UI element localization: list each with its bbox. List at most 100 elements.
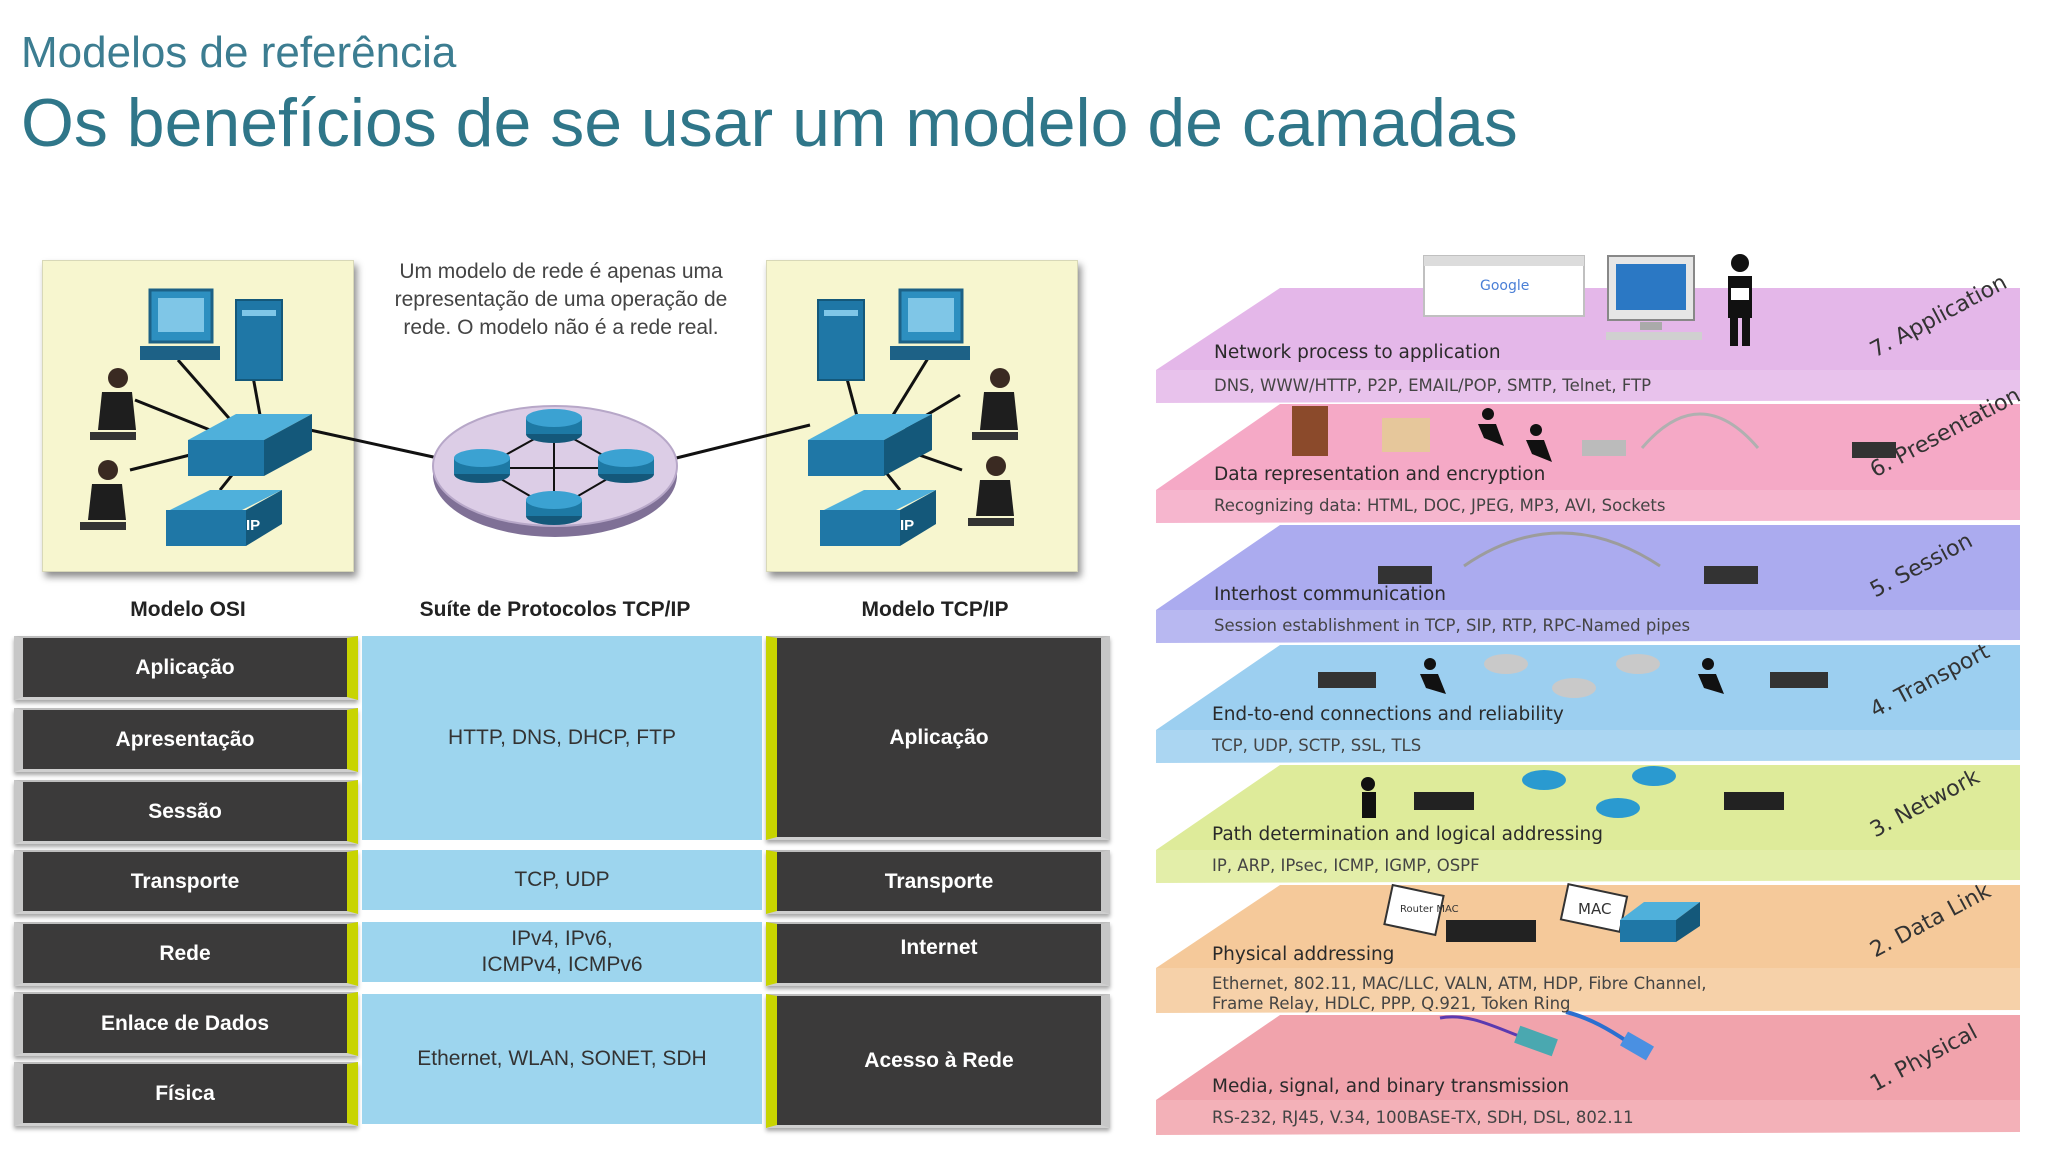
protocol-group-application-label: HTTP, DNS, DHCP, FTP (448, 726, 676, 749)
wireless-router-icon-1 (1414, 792, 1474, 810)
bridge-icon-presentation (1640, 412, 1760, 449)
osi-layer-application: Aplicação (14, 636, 358, 700)
router-icon-transport-4 (1616, 654, 1660, 674)
tcpip-layer-transport: Transporte (766, 850, 1110, 914)
slab-application (1156, 288, 2020, 403)
router-mac-tag: Router MAC (1383, 883, 1459, 937)
switch-icon-left (188, 414, 312, 476)
desktop-computer-icon-right (890, 288, 970, 360)
ethernet-cable-icon (1565, 1010, 1630, 1044)
tcpip-layer-network-access: Acesso à Rede (766, 994, 1110, 1128)
router-icon-right (598, 449, 654, 483)
slab-session-title: Interhost communication (1214, 584, 1446, 605)
router-icon-network-3 (1632, 766, 1676, 786)
protocol-group-internet: IPv4, IPv6, ICMPv4, ICMPv6 (362, 922, 762, 982)
slab-physical (1156, 1015, 2020, 1135)
router-mac-tag-label: Router MAC (1400, 904, 1459, 915)
slab-presentation-protocols: Recognizing data: HTML, DOC, JPEG, MP3, … (1214, 496, 1666, 515)
protocol-group-internet-line1: IPv4, IPv6, (511, 927, 613, 950)
slab-application-title: Network process to application (1214, 342, 1501, 363)
router-icon-bottom (526, 491, 582, 525)
runner-icon-4 (1698, 658, 1724, 694)
browser-window-icon: Google (1423, 255, 1585, 317)
osi-layer-network: Rede (14, 922, 358, 986)
server-icon-left (235, 299, 283, 381)
runner-icon-2 (1526, 424, 1552, 462)
slab-session (1156, 525, 2020, 643)
person-icon-network (1361, 777, 1376, 818)
osi-layer-presentation: Apresentação (14, 708, 358, 772)
section-subtitle: Modelos de referência (21, 28, 457, 77)
router-icon-left (454, 449, 510, 483)
protocol-group-application: HTTP, DNS, DHCP, FTP (362, 636, 762, 840)
fiber-connector-icon (1514, 1025, 1558, 1057)
mac-tag: MAC (1559, 882, 1629, 934)
person-icon-left-2 (80, 460, 126, 530)
page-title: Os benefícios de se usar um modelo de ca… (21, 85, 1518, 161)
router-icon-network-1 (1522, 770, 1566, 790)
router-icon-transport-5 (1770, 672, 1828, 688)
ip-phone-icon-left: IP (166, 490, 282, 546)
osi-layer-data-link: Enlace de Dados (14, 992, 358, 1056)
slab-transport-title: End-to-end connections and reliability (1212, 704, 1564, 725)
network-illustration: IP IP (80, 288, 1018, 546)
wireless-router-icon-data-link (1446, 920, 1536, 942)
network-model-note: Um modelo de rede é apenas uma represent… (394, 260, 728, 339)
rj45-connector-icon (1620, 1031, 1654, 1061)
router-icon-transport-1 (1318, 672, 1376, 688)
box-icon (1382, 418, 1430, 452)
server-icon-right (817, 299, 865, 381)
router-icon-top (526, 409, 582, 443)
browser-logo-text: Google (1480, 278, 1529, 294)
slab-network-title: Path determination and logical addressin… (1212, 824, 1603, 845)
protocol-group-network-access: Ethernet, WLAN, SONET, SDH (362, 994, 762, 1124)
column-heading-osi: Modelo OSI (130, 598, 246, 621)
person-icon-right-2 (968, 456, 1014, 526)
switch-icon-right (808, 414, 932, 476)
protocol-group-transport-label: TCP, UDP (514, 868, 610, 891)
person-icon-left-1 (90, 368, 136, 440)
slab-presentation-title: Data representation and encryption (1214, 464, 1546, 485)
slab-data-link (1156, 885, 2020, 1013)
desktop-computer-icon-left (140, 288, 220, 360)
tcpip-layer-application: Aplicação (766, 636, 1110, 840)
runner-icon-1 (1478, 408, 1504, 446)
slab-data-link-protocols: Ethernet, 802.11, MAC/LLC, VALN, ATM, HD… (1212, 974, 1707, 993)
osi-layer-physical: Física (14, 1062, 358, 1126)
slab-application-protocols: DNS, WWW/HTTP, P2P, EMAIL/POP, SMTP, Tel… (1214, 376, 1652, 395)
osi-layer-transport: Transporte (14, 850, 358, 914)
router-icon-session-2 (1704, 566, 1758, 584)
person-icon-right-1 (972, 368, 1018, 440)
router-icon-presentation-1 (1582, 440, 1626, 456)
protocol-group-network-access-label: Ethernet, WLAN, SONET, SDH (417, 1047, 707, 1070)
door-icon (1292, 406, 1328, 456)
slab-data-link-protocols-line2: Frame Relay, HDLC, PPP, Q.921, Token Rin… (1212, 994, 1571, 1013)
phone-label-left: IP (246, 517, 260, 534)
slab-data-link-title: Physical addressing (1212, 944, 1395, 965)
tcpip-layer-internet: Internet (766, 922, 1110, 986)
router-icon-presentation-2 (1852, 442, 1896, 458)
user-icon (1728, 254, 1752, 346)
router-icon-transport-3 (1552, 678, 1596, 698)
router-icon-session-1 (1378, 566, 1432, 584)
slab-physical-title: Media, signal, and binary transmission (1212, 1076, 1570, 1097)
slab-transport-protocols: TCP, UDP, SCTP, SSL, TLS (1212, 736, 1422, 755)
switch-icon-data-link (1620, 902, 1700, 942)
protocol-group-transport: TCP, UDP (362, 850, 762, 910)
slab-physical-protocols: RS-232, RJ45, V.34, 100BASE-TX, SDH, DSL… (1212, 1108, 1634, 1127)
router-icon-transport-2 (1484, 654, 1528, 674)
protocol-group-internet-line2: ICMPv4, ICMPv6 (481, 953, 643, 976)
router-icon-network-2 (1596, 798, 1640, 818)
ip-phone-icon-right: IP (820, 490, 936, 546)
column-heading-tcpip: Modelo TCP/IP (861, 598, 1009, 621)
slab-session-protocols: Session establishment in TCP, SIP, RTP, … (1214, 616, 1691, 635)
monitor-icon (1606, 255, 1702, 340)
phone-label-right: IP (900, 517, 914, 534)
column-heading-suite: Suíte de Protocolos TCP/IP (419, 598, 691, 621)
slab-network-protocols: IP, ARP, IPsec, ICMP, IGMP, OSPF (1212, 856, 1480, 875)
osi-layer-session: Sessão (14, 780, 358, 844)
wireless-router-icon-2 (1724, 792, 1784, 810)
runner-icon-3 (1420, 658, 1446, 694)
bridge-icon-session (1463, 531, 1661, 568)
